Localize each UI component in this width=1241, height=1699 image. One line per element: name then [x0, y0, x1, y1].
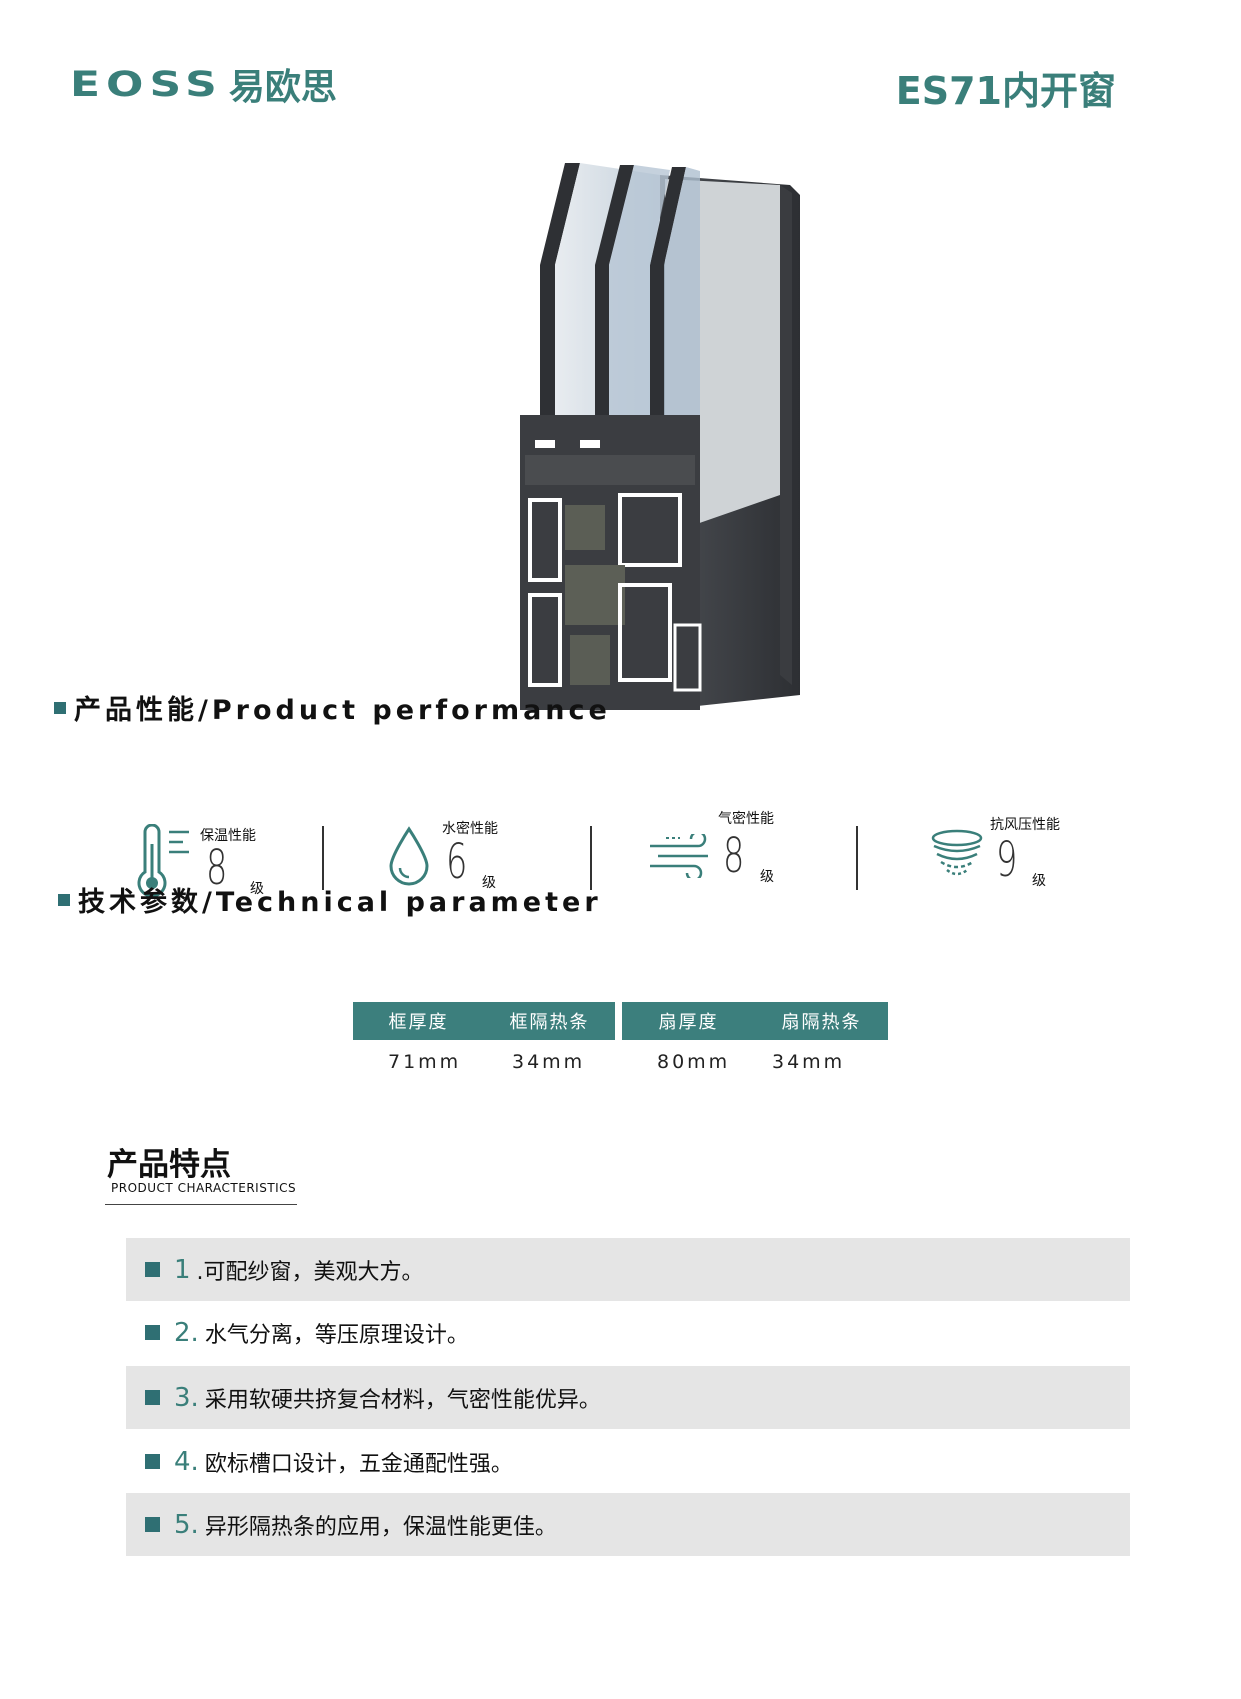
bullet-icon: [145, 1325, 160, 1340]
list-item-number: 5.: [174, 1509, 199, 1540]
performance-heading: 产品性能/Product performance: [54, 688, 611, 727]
perf-grade-watertight: 6: [446, 834, 468, 890]
brand-logo: EOSS 易欧思: [70, 58, 337, 110]
table-cell: 34mm: [772, 1051, 846, 1073]
wind-pressure-icon: [931, 829, 983, 876]
list-item-number: 2.: [174, 1317, 199, 1348]
list-item: 3. 采用软硬共挤复合材料，气密性能优异。: [126, 1366, 1130, 1429]
perf-label-airtight: 气密性能: [718, 811, 774, 827]
heading-marker-icon: [58, 893, 70, 906]
table-header-cell: 框隔热条: [509, 1012, 590, 1033]
list-item: 1 .可配纱窗，美观大方。: [126, 1238, 1130, 1301]
table-header-cell: 扇隔热条: [781, 1012, 862, 1033]
perf-grade-insulation: 8: [206, 840, 228, 896]
performance-heading-text: 产品性能/Product performance: [74, 695, 611, 726]
heading-marker-icon: [54, 701, 66, 714]
wind-icon: [650, 834, 708, 878]
table-cell: 71mm: [388, 1051, 462, 1073]
list-item-text: 采用软硬共挤复合材料，气密性能优异。: [204, 1387, 601, 1413]
list-item-text: 水气分离，等压原理设计。: [204, 1322, 469, 1348]
list-item: 2. 水气分离，等压原理设计。: [126, 1301, 1130, 1364]
list-item-text: 欧标槽口设计，五金通配性强。: [204, 1451, 513, 1477]
list-item-number: 1: [174, 1254, 191, 1285]
list-item: 5. 异形隔热条的应用，保温性能更佳。: [126, 1493, 1130, 1556]
characteristics-subtitle: PRODUCT CHARACTERISTICS: [111, 1181, 297, 1195]
water-drop-icon: [389, 826, 429, 886]
perf-unit-insulation: 级: [250, 881, 264, 897]
table-header-cell: 框厚度: [388, 1012, 449, 1033]
bullet-icon: [145, 1390, 160, 1405]
perf-label-insulation: 保温性能: [200, 828, 256, 844]
list-item-text: .可配纱窗，美观大方。: [196, 1259, 424, 1285]
characteristics-title: 产品特点: [107, 1147, 231, 1183]
technical-heading-text: 技术参数/Technical parameter: [78, 887, 602, 918]
perf-label-wind-pressure: 抗风压性能: [990, 817, 1060, 833]
perf-unit-watertight: 级: [482, 875, 496, 891]
separator: [590, 826, 592, 890]
perf-unit-wind-pressure: 级: [1032, 873, 1046, 889]
table-header-sash: 扇厚度 扇隔热条: [622, 1002, 888, 1040]
bullet-icon: [145, 1454, 160, 1469]
product-title: ES71内开窗: [895, 69, 1116, 113]
separator: [856, 826, 858, 890]
perf-label-watertight: 水密性能: [442, 821, 498, 837]
perf-grade-wind-pressure: 9: [996, 832, 1018, 888]
divider: [105, 1204, 297, 1205]
table-cell: 34mm: [512, 1051, 586, 1073]
technical-heading: 技术参数/Technical parameter: [58, 880, 602, 919]
list-item-number: 4.: [174, 1446, 199, 1477]
bullet-icon: [145, 1517, 160, 1532]
table-header-cell: 扇厚度: [658, 1012, 719, 1033]
perf-unit-airtight: 级: [760, 869, 774, 885]
list-item-number: 3.: [174, 1382, 199, 1413]
list-item-text: 异形隔热条的应用，保温性能更佳。: [204, 1514, 557, 1540]
table-cell: 80mm: [657, 1051, 731, 1073]
separator: [322, 826, 324, 890]
logo-latin: EOSS: [70, 64, 223, 104]
window-profile-image: [520, 163, 800, 710]
table-header-frame: 框厚度 框隔热条: [353, 1002, 615, 1040]
list-item: 4. 欧标槽口设计，五金通配性强。: [126, 1430, 1130, 1493]
logo-chinese: 易欧思: [228, 67, 337, 108]
thermometer-icon: [137, 824, 189, 898]
bullet-icon: [145, 1262, 160, 1277]
perf-grade-airtight: 8: [723, 828, 745, 884]
